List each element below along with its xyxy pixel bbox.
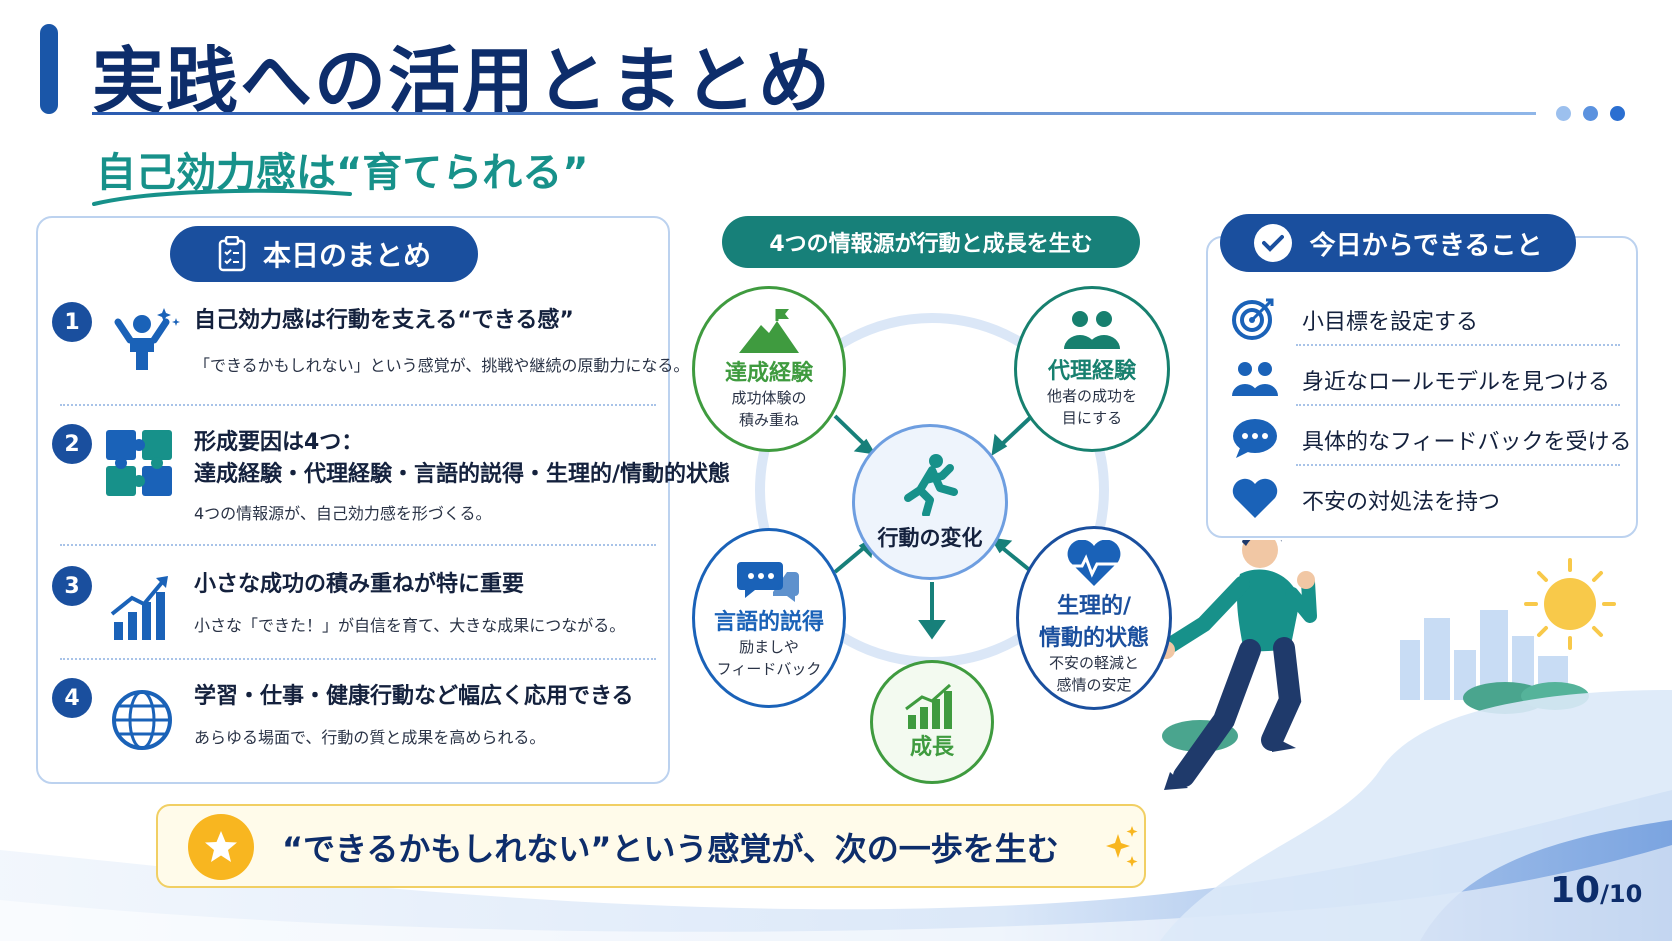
summary-divider bbox=[60, 544, 656, 546]
item-number: 2 bbox=[52, 424, 92, 464]
node-title: 達成経験 bbox=[724, 361, 813, 386]
todo-divider bbox=[1296, 464, 1620, 466]
globe-icon bbox=[112, 690, 172, 750]
item-number: 3 bbox=[52, 566, 92, 606]
node-sub-line1: 他者の成功を bbox=[1046, 387, 1137, 405]
page-number: 10/10 bbox=[1550, 870, 1642, 911]
summary-item-2: 2 形成要因は4つ： 達成経験・代理経験・言語的説得・生理的/情動的状態 4つの… bbox=[52, 424, 730, 524]
sparkle-icon bbox=[1106, 826, 1138, 867]
summary-item-4: 4 学習・仕事・健康行動など幅広く応用できる あらゆる場面で、行動の質と成果を高… bbox=[52, 678, 662, 758]
todo-item: 不安の対処法を持つ bbox=[1230, 470, 1626, 526]
subtitle-swoosh bbox=[92, 188, 352, 206]
growth-chart-icon bbox=[110, 576, 168, 640]
node-sub-line1: 成功体験の bbox=[731, 389, 807, 407]
center-node-label: 行動の変化 bbox=[877, 526, 983, 550]
todo-item: 具体的なフィードバックを受ける bbox=[1230, 410, 1632, 466]
todo-text: 小目標を設定する bbox=[1302, 310, 1479, 335]
mountain-flag-icon bbox=[739, 309, 799, 353]
center-node: 行動の変化 bbox=[852, 424, 1008, 580]
source-node-physiological: 生理的/ 情動的状態 不安の軽減と 感情の安定 bbox=[1016, 526, 1172, 710]
item-heading-line2: 達成経験・代理経験・言語的説得・生理的/情動的状態 bbox=[194, 462, 731, 487]
summary-item-3: 3 小さな成功の積み重ねが特に重要 小さな「できた！」が自信を育て、大きな成果に… bbox=[52, 566, 662, 646]
item-heading: 学習・仕事・健康行動など幅広く応用できる bbox=[194, 684, 634, 709]
todo-item: 身近なロールモデルを見つける bbox=[1230, 350, 1626, 406]
banner-text: “できるかもしれない”という感覚が、次の一歩を生む bbox=[282, 830, 1059, 868]
speech-bubbles-icon bbox=[737, 562, 799, 602]
todo-divider bbox=[1296, 344, 1620, 346]
source-node-achievement: 達成経験 成功体験の 積み重ね bbox=[692, 286, 846, 452]
runner-icon bbox=[904, 454, 958, 516]
title-underline bbox=[92, 112, 1536, 115]
node-title: 言語的説得 bbox=[713, 610, 824, 635]
todo-header: 今日からできること bbox=[1220, 214, 1576, 272]
node-title-line2: 情動的状態 bbox=[1038, 626, 1149, 651]
node-sub-line2: 目にする bbox=[1061, 409, 1123, 427]
todo-item: 小目標を設定する bbox=[1230, 290, 1626, 346]
node-title: 生理的/ bbox=[1056, 594, 1132, 619]
sun-icon bbox=[1524, 558, 1616, 650]
page-title: 実践への活用とまとめ bbox=[92, 39, 833, 123]
diagram-header: 4つの情報源が行動と成長を生む bbox=[722, 216, 1140, 268]
source-node-vicarious: 代理経験 他者の成功を 目にする bbox=[1014, 286, 1170, 452]
title-accent-bar bbox=[40, 24, 58, 114]
summary-panel bbox=[36, 216, 670, 784]
todo-text: 身近なロールモデルを見つける bbox=[1302, 370, 1611, 395]
node-sub-line2: フィードバック bbox=[716, 660, 822, 678]
item-heading: 自己効力感は行動を支える“できる感” bbox=[194, 308, 574, 333]
todo-text: 具体的なフィードバックを受ける bbox=[1302, 430, 1632, 455]
heartbeat-icon bbox=[1067, 540, 1121, 586]
item-description: 「できるかもしれない」という感覚が、挑戦や継続の原動力になる。 bbox=[194, 356, 690, 375]
node-sub-line2: 積み重ね bbox=[738, 411, 799, 429]
star-icon bbox=[188, 814, 254, 880]
node-sub-line1: 不安の軽減と bbox=[1048, 654, 1139, 672]
people-icon bbox=[1064, 311, 1120, 349]
summary-divider bbox=[60, 658, 656, 660]
todo-divider bbox=[1296, 404, 1620, 406]
check-icon bbox=[1253, 224, 1292, 262]
node-sub-line2: 感情の安定 bbox=[1056, 676, 1132, 694]
decorative-dots bbox=[1556, 106, 1625, 121]
person-cheer-icon bbox=[114, 308, 180, 370]
item-description: あらゆる場面で、行動の質と成果を高められる。 bbox=[194, 728, 546, 747]
item-number: 4 bbox=[52, 678, 92, 718]
clipboard-icon bbox=[218, 236, 246, 272]
puzzle-icon bbox=[106, 430, 172, 496]
result-node-growth: 成長 bbox=[870, 660, 994, 784]
subtitle: 自己効力感は“育てられる” bbox=[96, 150, 589, 196]
item-heading: 小さな成功の積み重ねが特に重要 bbox=[194, 572, 525, 597]
item-heading: 形成要因は4つ： bbox=[194, 430, 364, 455]
node-sub-line1: 励ましや bbox=[739, 638, 799, 656]
todo-header-label: 今日からできること bbox=[1309, 230, 1543, 261]
result-node-label: 成長 bbox=[909, 735, 954, 760]
todo-text: 不安の対処法を持つ bbox=[1302, 490, 1501, 515]
item-description: 4つの情報源が、自己効力感を形づくる。 bbox=[194, 504, 492, 523]
summary-item-1: 1 自己効力感は行動を支える“できる感” 「できるかもしれない」という感覚が、挑… bbox=[52, 302, 689, 382]
summary-header: 本日のまとめ bbox=[170, 226, 478, 282]
chat-icon bbox=[1233, 419, 1277, 458]
source-node-verbal: 言語的説得 励ましや フィードバック bbox=[692, 528, 846, 708]
heart-icon bbox=[1232, 478, 1278, 518]
growth-chart-icon bbox=[905, 683, 952, 729]
page-total: /10 bbox=[1600, 880, 1643, 908]
key-message-banner: “できるかもしれない”という感覚が、次の一歩を生む bbox=[156, 804, 1146, 888]
people-icon bbox=[1232, 362, 1278, 396]
item-description: 小さな「できた！」が自信を育て、大きな成果につながる。 bbox=[194, 616, 626, 635]
runner-illustration bbox=[1160, 540, 1672, 941]
summary-header-label: 本日のまとめ bbox=[262, 239, 431, 272]
node-title: 代理経験 bbox=[1047, 359, 1136, 384]
item-number: 1 bbox=[52, 302, 92, 342]
target-icon bbox=[1232, 298, 1274, 340]
summary-divider bbox=[60, 404, 656, 406]
page-current: 10 bbox=[1550, 870, 1601, 911]
